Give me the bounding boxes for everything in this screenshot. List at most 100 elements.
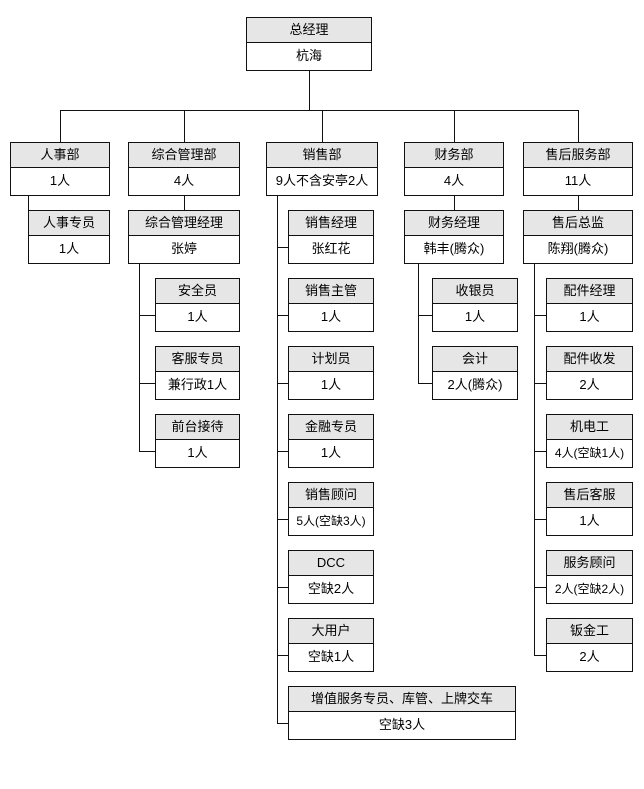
connector-after-sales-stub [534,519,546,520]
connector-finance-lead-drop [454,195,455,210]
node-title: 售后总监 [524,211,632,236]
node-value: 2人 [547,644,632,671]
node-value: 2人(空缺2人) [547,576,632,603]
node-title: 售后客服 [547,483,632,508]
node-title: 销售部 [267,143,377,168]
node-value: 2人(腾众) [433,372,517,399]
connector-department-drop [578,110,579,142]
connector-department-drop [322,110,323,142]
node-value: 1人 [289,372,373,399]
connector-department-bus [60,110,578,111]
node-value: 4人(空缺1人) [547,440,632,467]
node-value: 1人 [547,304,632,331]
connector-after-sales-trunk [534,263,535,655]
node-value: 9人不含安亭2人 [267,168,377,195]
node-title: 综合管理经理 [129,211,239,236]
node-title: 销售主管 [289,279,373,304]
connector-sales-stub [277,451,288,452]
node-value: 空缺2人 [289,576,373,603]
node-value: 空缺1人 [289,644,373,671]
node-title: 客服专员 [156,347,239,372]
connector-department-drop [184,110,185,142]
connector-sales-stub [277,383,288,384]
node-title: 人事专员 [29,211,109,236]
connector-general-management-lead-drop [184,195,185,210]
connector-after-sales-lead-drop [578,195,579,210]
connector-after-sales-stub [534,655,546,656]
node-title: 配件经理 [547,279,632,304]
connector-general-management-stub [139,315,155,316]
node-value: 空缺3人 [289,712,515,739]
node-value: 张红花 [289,236,373,263]
node-value: 1人 [156,304,239,331]
connector-finance-trunk [418,263,419,383]
connector-after-sales-stub [534,451,546,452]
node-title: 大用户 [289,619,373,644]
connector-general-management-stub [139,451,155,452]
node-sales-child-6[interactable]: 大用户空缺1人 [288,618,374,672]
node-value: 韩丰(腾众) [405,236,503,263]
node-value: 1人 [289,304,373,331]
node-title: 配件收发 [547,347,632,372]
node-title: 收银员 [433,279,517,304]
node-after-sales-lead[interactable]: 售后总监陈翔(腾众) [523,210,633,264]
connector-sales-stub [277,315,288,316]
connector-hr-trunk [28,195,29,247]
node-general-management-child-1[interactable]: 客服专员兼行政1人 [155,346,240,400]
node-value: 4人 [405,168,503,195]
connector-sales-trunk [277,195,278,723]
node-title: 财务部 [405,143,503,168]
node-finance-lead[interactable]: 财务经理韩丰(腾众) [404,210,504,264]
connector-after-sales-stub [534,383,546,384]
connector-sales-stub [277,655,288,656]
connector-department-drop [454,110,455,142]
node-sales-child-0[interactable]: 销售经理张红花 [288,210,374,264]
node-title: 安全员 [156,279,239,304]
node-general-management-lead[interactable]: 综合管理经理张婷 [128,210,240,264]
node-title: 增值服务专员、库管、上牌交车 [289,687,515,712]
node-value: 张婷 [129,236,239,263]
node-value: 1人 [156,440,239,467]
node-title: 服务顾问 [547,551,632,576]
connector-root-drop [309,70,310,110]
node-title: 机电工 [547,415,632,440]
connector-sales-stub [277,247,288,248]
node-title: 销售顾问 [289,483,373,508]
node-value: 4人 [129,168,239,195]
node-value: 5人(空缺3人) [289,508,373,535]
node-sales-child-7[interactable]: 增值服务专员、库管、上牌交车空缺3人 [288,686,516,740]
node-general-manager[interactable]: 总经理杭海 [246,17,372,71]
node-title: 会计 [433,347,517,372]
node-value: 1人 [547,508,632,535]
node-title: 钣金工 [547,619,632,644]
node-title: DCC [289,551,373,576]
node-value: 1人 [289,440,373,467]
node-value: 兼行政1人 [156,372,239,399]
node-title: 金融专员 [289,415,373,440]
connector-sales-stub [277,519,288,520]
node-value: 2人 [547,372,632,399]
node-title: 前台接待 [156,415,239,440]
